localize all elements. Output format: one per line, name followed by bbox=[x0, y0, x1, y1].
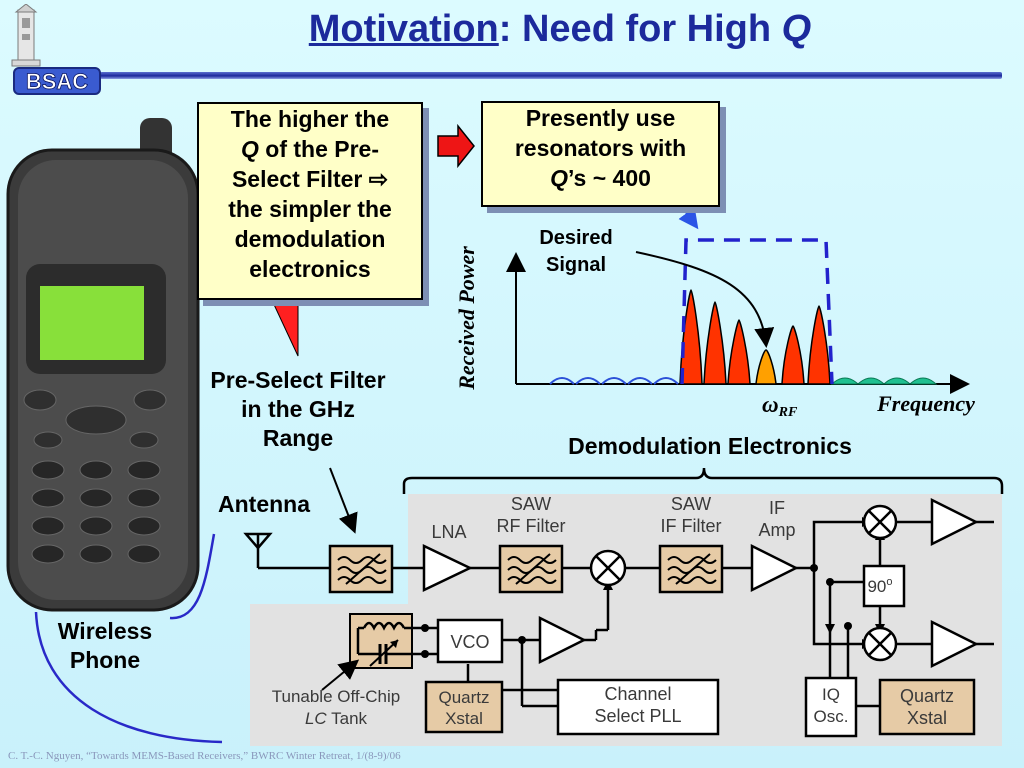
callout-left-q: Q bbox=[240, 136, 259, 162]
title-main: Motivation bbox=[308, 8, 499, 50]
title-rest: : Need for High bbox=[498, 8, 782, 50]
saw-if-label-2: IF Filter bbox=[661, 516, 722, 536]
phase-shift-box bbox=[862, 564, 906, 608]
if-amp-label-2: Amp bbox=[758, 520, 795, 540]
title-q: Q bbox=[781, 8, 812, 50]
channel-select-pll bbox=[556, 678, 720, 736]
saw-rf-label-1: SAW bbox=[511, 494, 551, 514]
iq-label-1: IQ bbox=[822, 685, 840, 704]
phone-illustration bbox=[6, 118, 200, 612]
callout-left-line1: The higher the bbox=[230, 106, 390, 132]
callout-left-line4: the simpler the bbox=[228, 196, 392, 222]
callout-left-line6: electronics bbox=[249, 256, 371, 282]
prefilter-pointer-arrow bbox=[329, 467, 358, 534]
quartz-xstal-2 bbox=[878, 678, 976, 736]
quartz-xstal-1 bbox=[424, 680, 504, 734]
callout-right-line3: Q’s ~ 400 bbox=[550, 165, 651, 191]
quartz1-label-2: Xstal bbox=[445, 709, 483, 728]
iq-oscillator bbox=[804, 676, 858, 738]
slide-title: Motivation: Need for High Q bbox=[200, 8, 920, 51]
callout-pointer bbox=[269, 295, 299, 357]
callout-left-line5: demodulation bbox=[234, 226, 386, 252]
vco-block bbox=[436, 618, 504, 664]
spectrum-plot: Received Power Frequency ωRF bbox=[454, 203, 975, 420]
callout-left-line2: Q of the Pre- bbox=[240, 136, 379, 162]
title-rule bbox=[100, 72, 1002, 79]
citation-footer: C. T.-C. Nguyen, “Towards MEMS-Based Rec… bbox=[8, 750, 401, 762]
vco-label: VCO bbox=[450, 632, 489, 652]
if-amplifier bbox=[750, 543, 799, 593]
lc-tank bbox=[349, 613, 413, 669]
pll-label-1: Channel bbox=[604, 684, 671, 704]
x-axis-label: Frequency bbox=[876, 391, 975, 416]
q-pointer-arrow bbox=[678, 203, 699, 230]
iq-label-2: Osc. bbox=[814, 707, 849, 726]
antenna-label: Antenna bbox=[218, 491, 310, 517]
higher-q-callout: The higher the Q of the Pre- Select Filt… bbox=[197, 102, 423, 300]
callout-right-line2: resonators with bbox=[514, 135, 687, 161]
lna-amplifier bbox=[422, 544, 473, 592]
saw-rf-filter bbox=[498, 544, 564, 594]
q-mixer bbox=[862, 626, 898, 662]
quartz1-label-1: Quartz bbox=[438, 688, 489, 707]
saw-if-filter bbox=[658, 544, 724, 594]
antenna-symbol bbox=[243, 532, 273, 568]
tank-label-1: Tunable Off-Chip bbox=[272, 687, 401, 706]
tank-label-2: LC Tank bbox=[305, 709, 368, 728]
phone-link-curve-lower bbox=[34, 611, 223, 744]
prefilter-label: Pre-Select Filter in the GHz Range bbox=[210, 367, 386, 451]
desired-signal-arrow bbox=[635, 251, 775, 348]
i-output-amplifier bbox=[930, 497, 979, 547]
demodulation-electronics-label: Demodulation Electronics bbox=[568, 433, 852, 459]
if-amp-label-1: IF bbox=[769, 498, 785, 518]
phase-label: 90o bbox=[867, 576, 892, 596]
desired-signal-label: Desired Signal bbox=[539, 227, 613, 276]
callout-right-q: Q bbox=[550, 165, 568, 191]
wireless-phone-label: Wireless Phone bbox=[57, 618, 153, 673]
red-right-arrow bbox=[437, 123, 475, 169]
bsac-logo: BSAC bbox=[11, 4, 101, 95]
lc-tank-pointer-arrow bbox=[321, 659, 360, 691]
rf-mixer bbox=[589, 549, 627, 587]
omega-rf-label: ωRF bbox=[762, 392, 798, 420]
i-mixer bbox=[862, 504, 898, 540]
callout-right-line1: Presently use bbox=[525, 105, 676, 131]
saw-rf-label-2: RF Filter bbox=[497, 516, 566, 536]
filter-passband-dashed bbox=[680, 238, 834, 385]
quartz2-label-2: Xstal bbox=[907, 708, 947, 728]
phone-screen bbox=[40, 286, 144, 360]
vco-buffer-amplifier bbox=[538, 615, 587, 665]
q-output-amplifier bbox=[930, 619, 979, 669]
lna-label: LNA bbox=[431, 522, 466, 542]
block-diagram: LNA SAW RF Filter SAW IF Filter IF Amp V… bbox=[243, 494, 1002, 746]
resonator-q-callout: Presently use resonators with Q’s ~ 400 bbox=[481, 101, 720, 207]
saw-if-label-1: SAW bbox=[671, 494, 711, 514]
phone-link-curve-upper bbox=[169, 533, 216, 620]
y-axis-label: Received Power bbox=[454, 246, 479, 391]
pll-label-2: Select PLL bbox=[594, 706, 681, 726]
demod-bracket bbox=[402, 467, 1004, 494]
preselect-filter bbox=[328, 544, 394, 594]
callout-left-line3: Select Filter ⇨ bbox=[231, 166, 389, 192]
quartz2-label-1: Quartz bbox=[900, 686, 954, 706]
logo-text: BSAC bbox=[26, 69, 88, 94]
